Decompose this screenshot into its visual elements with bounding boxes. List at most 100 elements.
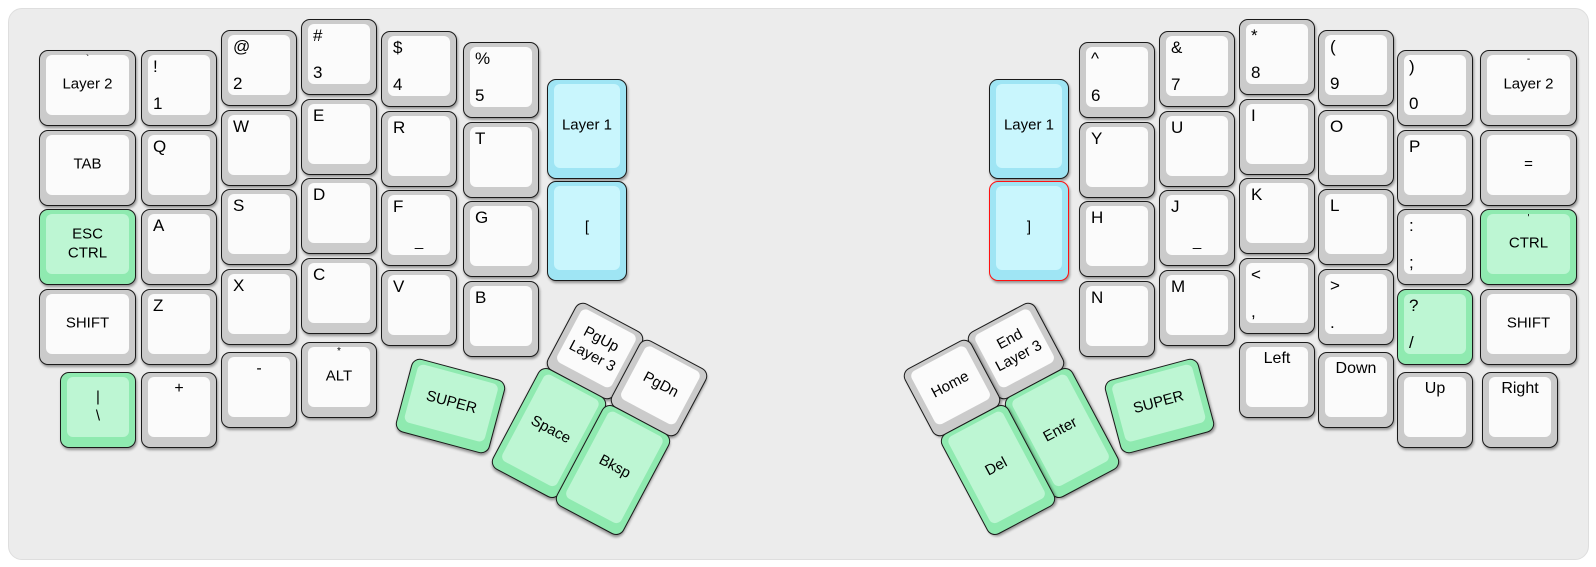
- key-0[interactable]: )0: [1397, 50, 1473, 126]
- keycap-surface: E: [308, 104, 370, 164]
- keycap-surface: B: [470, 286, 532, 346]
- key-l[interactable]: L: [1318, 189, 1394, 265]
- key-slash[interactable]: ?/: [1397, 289, 1473, 365]
- key-right[interactable]: Right: [1482, 372, 1558, 448]
- key-ctrl-right[interactable]: 'CTRL: [1480, 209, 1577, 285]
- key-legend-tl: :: [1409, 216, 1414, 235]
- key-legend-c: ESC CTRL: [67, 225, 108, 261]
- key-x[interactable]: X: [221, 269, 297, 345]
- key-8[interactable]: *8: [1239, 19, 1315, 95]
- key-left[interactable]: Left: [1239, 342, 1315, 418]
- key-legend-ll: 6: [1091, 86, 1101, 105]
- key-legend-tl: W: [233, 117, 250, 136]
- key-i[interactable]: I: [1239, 99, 1315, 175]
- key-b[interactable]: B: [463, 281, 539, 357]
- key-legend-tl: Z: [153, 296, 164, 315]
- key-h[interactable]: H: [1079, 201, 1155, 277]
- key-k[interactable]: K: [1239, 178, 1315, 254]
- key-legend-tl: U: [1171, 118, 1184, 137]
- key-w[interactable]: W: [221, 110, 297, 186]
- key-legend-tl: L: [1330, 196, 1340, 215]
- key-4[interactable]: $4: [381, 31, 457, 107]
- key-tab[interactable]: TAB: [39, 130, 136, 206]
- key-o[interactable]: O: [1318, 110, 1394, 186]
- key-layer1-left[interactable]: Layer 1: [547, 79, 627, 179]
- key-left-bracket[interactable]: [: [547, 181, 627, 281]
- key-7[interactable]: &7: [1159, 31, 1235, 107]
- key-legend-ll: /: [1409, 333, 1414, 352]
- key-period[interactable]: >.: [1318, 269, 1394, 345]
- key-g[interactable]: G: [463, 201, 539, 277]
- key-legend-tl: G: [475, 208, 489, 227]
- key-legend-c: Space: [528, 412, 574, 448]
- key-layer2-right[interactable]: -Layer 2: [1480, 50, 1577, 126]
- key-2[interactable]: @2: [221, 30, 297, 106]
- keycap-surface: +: [148, 377, 210, 437]
- keycap-surface: )0: [1404, 55, 1466, 115]
- key-legend-c: =: [1524, 155, 1533, 173]
- key-legend-tl: #: [313, 26, 323, 45]
- key-legend-c: ALT: [325, 367, 353, 385]
- key-v[interactable]: V: [381, 270, 457, 346]
- key-comma[interactable]: <,: [1239, 258, 1315, 334]
- key-s[interactable]: S: [221, 189, 297, 265]
- key-minus-left[interactable]: -: [221, 352, 297, 428]
- key-legend-tc: +: [174, 380, 184, 397]
- key-f[interactable]: F_: [381, 190, 457, 266]
- key-layer2-left[interactable]: `Layer 2: [39, 50, 136, 126]
- key-shift-right[interactable]: SHIFT: [1480, 289, 1577, 365]
- key-equals[interactable]: =: [1480, 130, 1577, 206]
- key-legend-c: Del: [982, 453, 1011, 480]
- key-r[interactable]: R: [381, 111, 457, 187]
- keycap-surface: Down: [1325, 357, 1387, 417]
- key-m[interactable]: M: [1159, 270, 1235, 346]
- keycap-surface: ]: [996, 186, 1062, 270]
- key-z[interactable]: Z: [141, 289, 217, 365]
- key-5[interactable]: %5: [463, 42, 539, 118]
- key-j[interactable]: J_: [1159, 190, 1235, 266]
- key-up[interactable]: Up: [1397, 372, 1473, 448]
- key-right-bracket[interactable]: ]: [989, 181, 1069, 281]
- key-legend-c: SHIFT: [65, 314, 110, 332]
- key-q[interactable]: Q: [141, 130, 217, 206]
- key-a[interactable]: A: [141, 209, 217, 285]
- keycap-surface: O: [1325, 115, 1387, 175]
- key-c[interactable]: C: [301, 258, 377, 334]
- key-p[interactable]: P: [1397, 130, 1473, 206]
- key-legend-tcs: `: [85, 54, 90, 65]
- keycap-surface: &7: [1166, 36, 1228, 96]
- keycap-surface: C: [308, 263, 370, 323]
- key-down[interactable]: Down: [1318, 352, 1394, 428]
- key-9[interactable]: (9: [1318, 30, 1394, 106]
- key-legend-tl: M: [1171, 277, 1186, 296]
- key-legend-tl: H: [1091, 208, 1104, 227]
- key-alt[interactable]: *ALT: [301, 342, 377, 418]
- keycap-surface: Up: [1404, 377, 1466, 437]
- key-t[interactable]: T: [463, 122, 539, 198]
- key-legend-tl: ?: [1409, 296, 1419, 315]
- key-legend-c: Layer 1: [561, 116, 613, 134]
- key-pipe-backslash[interactable]: | \: [60, 372, 136, 448]
- key-n[interactable]: N: [1079, 281, 1155, 357]
- key-super-left[interactable]: SUPER: [393, 356, 508, 456]
- key-u[interactable]: U: [1159, 111, 1235, 187]
- keycap-surface: Right: [1489, 377, 1551, 437]
- key-6[interactable]: ^6: [1079, 42, 1155, 118]
- keycap-surface: (9: [1325, 35, 1387, 95]
- key-layer1-right[interactable]: Layer 1: [989, 79, 1069, 179]
- key-esc-ctrl[interactable]: ESC CTRL: [39, 209, 136, 285]
- key-d[interactable]: D: [301, 178, 377, 254]
- key-plus[interactable]: +: [141, 372, 217, 448]
- key-semicolon[interactable]: :;: [1397, 209, 1473, 285]
- keycap-surface: SUPER: [1110, 363, 1207, 443]
- key-3[interactable]: #3: [301, 19, 377, 95]
- key-legend-tl: S: [233, 196, 245, 215]
- key-super-right[interactable]: SUPER: [1102, 356, 1217, 456]
- key-y[interactable]: Y: [1079, 122, 1155, 198]
- keycap-surface: W: [228, 115, 290, 175]
- key-legend-tl: A: [153, 216, 165, 235]
- key-e[interactable]: E: [301, 99, 377, 175]
- key-shift-left[interactable]: SHIFT: [39, 289, 136, 365]
- key-1[interactable]: !1: [141, 50, 217, 126]
- key-legend-tl: &: [1171, 38, 1183, 57]
